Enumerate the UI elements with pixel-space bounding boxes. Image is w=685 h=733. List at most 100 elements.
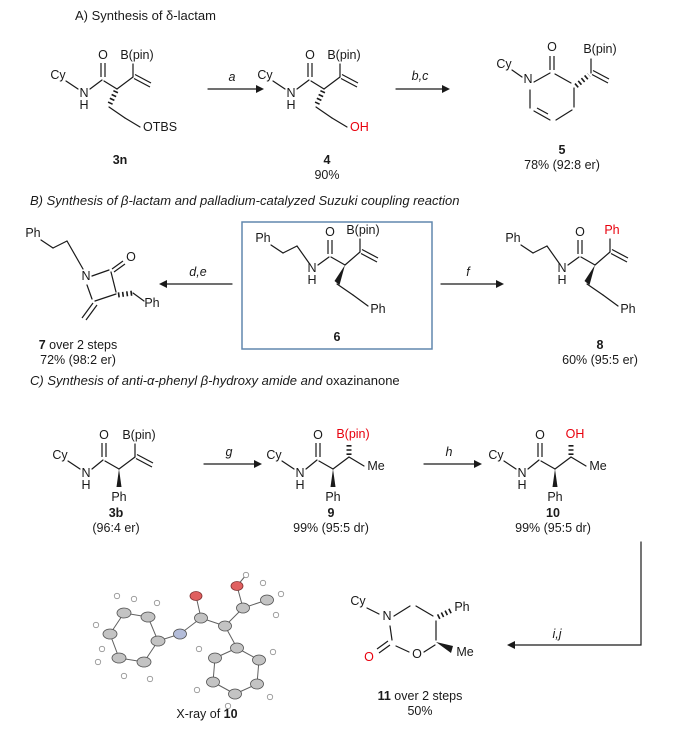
yield-label: 99% (95:5 dr) <box>293 521 369 535</box>
reaction-arrow-bc: b,c <box>395 69 450 93</box>
compound-label: 4 <box>324 153 331 167</box>
compound-label: 11 <box>378 689 391 703</box>
phenyl-label: Ph <box>25 226 40 240</box>
compound-3b: Cy N H O Ph B(pin) 3b (96:4 er) <box>52 428 155 535</box>
cyclohexyl-label: Cy <box>257 68 273 82</box>
compound-7: Ph N O Ph 7 over 2 steps 72% (98:2 er) <box>25 226 159 367</box>
compound-label: 6 <box>334 330 341 344</box>
xray-oxygen-atom <box>230 581 244 591</box>
xray-caption-compound: 10 <box>224 707 238 721</box>
nitrogen-label: N <box>295 466 304 480</box>
hydroxyl-label: OH <box>350 120 369 134</box>
arrow-label: b,c <box>412 69 429 83</box>
nitrogen-label: N <box>81 269 90 283</box>
phenyl-label: Ph <box>505 231 520 245</box>
nitrogen-label: N <box>307 261 316 275</box>
carbonyl-oxygen-label: O <box>364 650 374 664</box>
xray-caption: X-ray of 10 <box>176 707 237 721</box>
methyl-label: Me <box>589 459 606 473</box>
otbs-label: OTBS <box>143 120 177 134</box>
phenyl-label: Ph <box>255 231 270 245</box>
nh-hydrogen-label: H <box>81 478 90 492</box>
nh-hydrogen-label: H <box>295 478 304 492</box>
nitrogen-label: N <box>523 72 532 86</box>
phenyl-label: Ph <box>454 600 469 614</box>
phenyl-label: Ph <box>325 490 340 504</box>
xray-caption-prefix: X-ray of <box>176 707 223 721</box>
nitrogen-label: N <box>286 86 295 100</box>
cyclohexyl-label: Cy <box>52 448 68 462</box>
yield-label: 50% <box>407 704 432 718</box>
carbonyl-oxygen-label: O <box>98 48 108 62</box>
compound-label: 10 <box>546 506 560 520</box>
compound-label-suffix: over 2 steps <box>46 338 118 352</box>
reaction-arrow-ij: i,j <box>507 541 642 649</box>
carbonyl-oxygen-label: O <box>305 48 315 62</box>
phenyl-label: Ph <box>111 490 126 504</box>
yield-label: 99% (95:5 dr) <box>515 521 591 535</box>
carbonyl-oxygen-label: O <box>313 428 323 442</box>
arrow-label: a <box>229 70 236 84</box>
arrow-label: f <box>466 265 471 279</box>
cyclohexyl-label: Cy <box>50 68 66 82</box>
arrow-label: d,e <box>189 265 206 279</box>
compound-4: Cy N H O B(pin) OH 4 90% <box>257 48 368 182</box>
compound-caption: 7 over 2 steps <box>39 338 118 352</box>
cyclohexyl-label: Cy <box>350 594 366 608</box>
compound-label: 3n <box>113 153 128 167</box>
reaction-arrow-de: d,e <box>159 265 233 288</box>
nitrogen-label: N <box>79 86 88 100</box>
compound-label: 3b <box>109 506 124 520</box>
compound-6: Ph N H O B(pin) Ph 6 <box>255 223 385 344</box>
phenyl-label: Ph <box>144 296 159 310</box>
carbonyl-oxygen-label: O <box>99 428 109 442</box>
nh-hydrogen-label: H <box>79 98 88 112</box>
section-c-title: C) Synthesis of anti-α-phenyl β-hydroxy … <box>30 373 400 388</box>
xray-oxygen-atom <box>189 591 203 601</box>
cyclohexyl-label: Cy <box>488 448 504 462</box>
xray-nitrogen-atom <box>173 628 187 640</box>
coupled-phenyl-label: Ph <box>604 223 619 237</box>
suzuki-substrate-box <box>241 221 433 350</box>
cyclohexyl-label: Cy <box>266 448 282 462</box>
yield-label: 72% (98:2 er) <box>40 353 116 367</box>
compound-9: Cy N H O Ph B(pin) Me 9 99% (95:5 dr) <box>266 427 384 535</box>
yield-label: 60% (95:5 er) <box>562 353 638 367</box>
er-label: (96:4 er) <box>92 521 139 535</box>
boronate-label: B(pin) <box>327 48 360 62</box>
compound-11: Cy N O O Ph Me 11 over 2 steps 50% <box>350 594 473 718</box>
nitrogen-label: N <box>81 466 90 480</box>
carbonyl-oxygen-label: O <box>547 40 557 54</box>
nh-hydrogen-label: H <box>286 98 295 112</box>
cyclohexyl-label: Cy <box>496 57 512 71</box>
reaction-arrow-h: h <box>423 445 482 468</box>
compound-8: Ph N H O Ph Ph 8 60% (95:5 er) <box>505 223 638 367</box>
nh-hydrogen-label: H <box>307 273 316 287</box>
boronate-label: B(pin) <box>583 42 616 56</box>
section-a-title: A) Synthesis of δ-lactam <box>75 8 216 23</box>
nitrogen-label: N <box>517 466 526 480</box>
carbonyl-oxygen-label: O <box>535 428 545 442</box>
arrow-label: g <box>226 445 233 459</box>
compound-label: 8 <box>597 338 604 352</box>
compound-caption: 11 over 2 steps <box>378 689 463 703</box>
xray-structure: X-ray of 10 <box>92 571 285 721</box>
yield-label: 90% <box>314 168 339 182</box>
phenyl-label: Ph <box>370 302 385 316</box>
boronate-label: B(pin) <box>120 48 153 62</box>
hydroxyl-label: OH <box>566 427 585 441</box>
reaction-arrow-f: f <box>440 265 504 288</box>
reaction-arrow-a: a <box>207 70 264 93</box>
methyl-label: Me <box>367 459 384 473</box>
compound-label: 7 <box>39 338 46 352</box>
carbonyl-oxygen-label: O <box>126 250 136 264</box>
compound-3n: Cy N H O B(pin) OTBS 3n <box>50 48 177 167</box>
carbonyl-oxygen-label: O <box>575 225 585 239</box>
compound-10: Cy N H O Ph OH Me 10 99% (95:5 dr) <box>488 427 606 535</box>
section-c-title-regular: oxazinanone <box>326 373 400 388</box>
boronate-label: B(pin) <box>122 428 155 442</box>
ring-oxygen-label: O <box>412 647 422 661</box>
compound-label: 5 <box>559 143 566 157</box>
nitrogen-label: N <box>557 261 566 275</box>
